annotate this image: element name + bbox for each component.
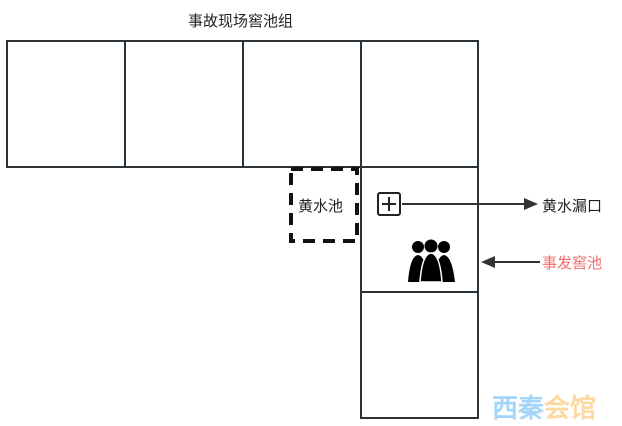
- pit-6: [360, 291, 479, 419]
- watermark-part2: 会馆: [544, 394, 597, 424]
- yellow-pool-label: 黄水池: [298, 197, 344, 215]
- diagram-title: 事故现场窖池组: [188, 12, 294, 30]
- people-icon: [408, 239, 455, 283]
- plus-icon: [377, 192, 401, 216]
- watermark-part1: 西秦: [492, 394, 545, 424]
- pit-4: [360, 40, 479, 168]
- yellow-pool-box: [289, 167, 359, 243]
- pit-1: [6, 40, 126, 168]
- leak-arrow: [402, 198, 538, 210]
- incident-label: 事发窖池: [542, 254, 603, 272]
- watermark: 西秦会馆: [492, 388, 596, 425]
- leak-label: 黄水漏口: [542, 197, 603, 215]
- pit-3: [242, 40, 362, 168]
- pit-2: [124, 40, 244, 168]
- incident-arrow: [481, 256, 540, 268]
